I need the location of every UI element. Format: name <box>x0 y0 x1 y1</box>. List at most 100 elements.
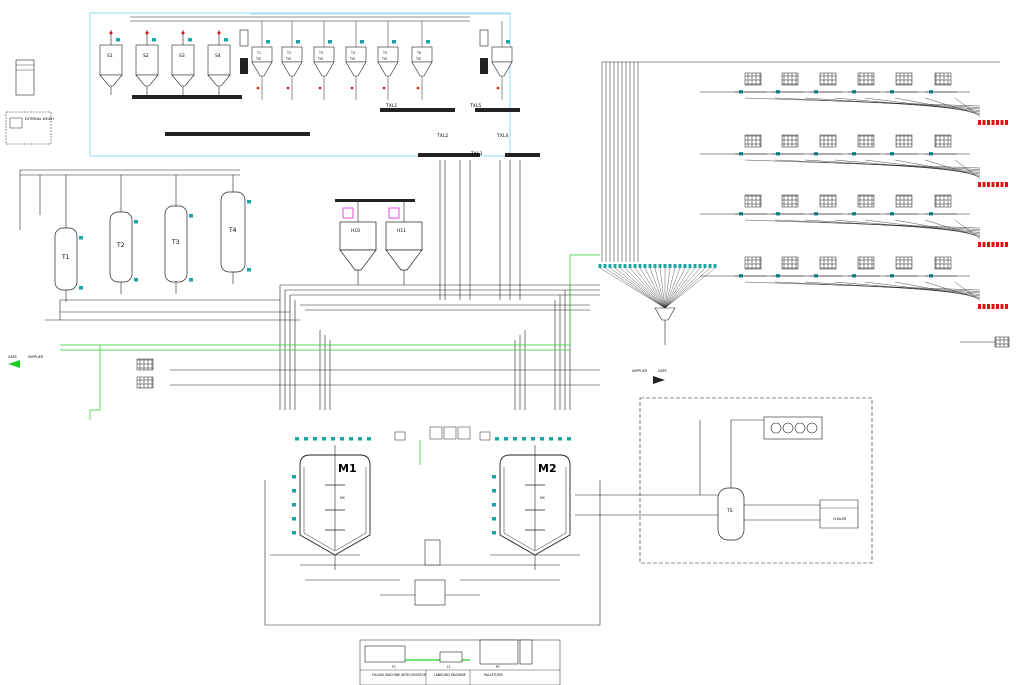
fan-lines <box>598 264 717 345</box>
conveyor-txl4 <box>505 153 540 157</box>
tank-instrument-4 <box>247 200 251 204</box>
pack-unit-4-2 <box>781 256 799 270</box>
pack-unit-3-6 <box>934 194 952 208</box>
chiller-label: CHILLER <box>833 517 847 521</box>
pack-outlet-valve-3-6 <box>1000 242 1004 247</box>
pack-outlet-line-4-5 <box>864 281 981 297</box>
pack-unit-4-6 <box>934 256 952 270</box>
pack-unit-2-5 <box>895 134 913 148</box>
pack-unit-1-5 <box>895 72 913 86</box>
hopper-alarm-icon-4 <box>350 86 354 90</box>
hopper-7 <box>491 46 513 63</box>
pack-unit-1-2 <box>781 72 799 86</box>
tank-level-2 <box>134 278 138 282</box>
dosing-motor-2 <box>480 58 488 74</box>
pack-outlet-line-1-6 <box>894 97 981 114</box>
pack-outlet-line-3-6 <box>894 219 981 236</box>
hopper-instrument-3 <box>328 40 332 44</box>
hopper-instrument-6 <box>426 40 430 44</box>
hopper-5 <box>377 46 399 63</box>
fan-valve-15 <box>668 264 672 268</box>
hopper-label-1: T1 <box>256 51 261 55</box>
silo-instrument-1 <box>116 38 120 42</box>
filling-line-tag: F1 <box>392 665 396 669</box>
silo-label-2: S2 <box>143 53 149 59</box>
external-weigh-frame <box>5 111 52 145</box>
pack-unit-2-4 <box>857 134 875 148</box>
silo-4 <box>207 44 231 76</box>
pack-unit-1-6 <box>934 72 952 86</box>
mixer-side-instrument-1-5 <box>292 531 296 535</box>
fan-line-6 <box>624 267 666 309</box>
hopper-6 <box>411 46 433 63</box>
pack-outlet-valve-1-3 <box>987 120 990 125</box>
silo-instrument-2 <box>152 38 156 42</box>
fan-valve-7 <box>628 264 632 268</box>
pack-outlet-valve-4-5 <box>996 304 999 309</box>
tank-instrument-3 <box>189 214 193 218</box>
pack-outlet-valve-2-2 <box>982 182 986 187</box>
palletizer-label: PALLETIZER <box>484 673 504 677</box>
labeling-machine-label: LABELING MACHINE <box>434 673 466 677</box>
mixer-top-instrument-1-1 <box>295 437 299 441</box>
fan-line-13 <box>659 267 666 309</box>
mixer-top-instrument-1-5 <box>331 437 335 441</box>
silo-area-frame <box>89 12 511 157</box>
mixer-top-instrument-1-3 <box>313 437 317 441</box>
fan-line-10 <box>644 267 666 309</box>
fan-valve-11 <box>648 264 652 268</box>
mixer-side-instrument-2-3 <box>492 503 496 507</box>
pack-outlet-line-2-7 <box>924 159 981 178</box>
mixer-side-instrument-1-3 <box>292 503 296 507</box>
fan-valve-20 <box>693 264 697 268</box>
hopper-cone-5 <box>377 61 399 77</box>
mixer-side-instrument-2-4 <box>492 517 496 521</box>
gaps-label-right: GAPS <box>658 369 667 373</box>
pack-outlet-line-4-4 <box>834 281 981 295</box>
hopper-label-6: T6 <box>416 51 421 55</box>
pack-outlet-valve-4-1 <box>978 304 981 309</box>
center-panels <box>394 426 491 441</box>
fan-line-18 <box>664 267 686 309</box>
mixer-jacket-2 <box>503 467 567 552</box>
mixer-top-instrument-2-5 <box>531 437 535 441</box>
tank-label-3: T3 <box>171 239 180 246</box>
fan-valve-14 <box>663 264 667 268</box>
filter-panel-2 <box>136 376 154 389</box>
labeling-machine <box>439 651 463 663</box>
buffer-tank <box>717 487 745 541</box>
supplier-label-right: SUPPLIER <box>632 369 648 373</box>
hopper-alarm-icon-7 <box>496 86 500 90</box>
mixer-side-instrument-2-2 <box>492 489 496 493</box>
pack-outlet-valve-3-5 <box>996 242 999 247</box>
palletizer-line-tag: P1 <box>496 665 500 669</box>
fan-valve-24 <box>713 264 717 268</box>
pack-unit-2-3 <box>819 134 837 148</box>
pack-outlet-line-1-7 <box>924 97 981 116</box>
hopper-cone-2 <box>281 61 303 77</box>
tank-piping <box>19 169 300 321</box>
mixer-top-instrument-2-4 <box>522 437 526 441</box>
pack-unit-3-4 <box>857 194 875 208</box>
conveyor-txl5-top <box>475 108 520 112</box>
hopper-cone-7 <box>491 61 513 77</box>
pack-outlet-line-4-3 <box>804 281 981 294</box>
pack-outlet-valve-1-4 <box>991 120 995 125</box>
fan-line-7 <box>629 267 666 309</box>
hopper-alarm-icon-6 <box>416 86 420 90</box>
pack-outlet-valve-2-7 <box>1005 182 1008 187</box>
fan-line-3 <box>609 267 666 309</box>
weigh-label-1: H10 <box>351 228 360 234</box>
fan-line-17 <box>664 267 681 309</box>
fan-line-15 <box>664 267 671 309</box>
fan-valve-10 <box>643 264 647 268</box>
mixer-side-instrument-2-1 <box>492 475 496 479</box>
mixer-side-instrument-2-5 <box>492 531 496 535</box>
pack-outlet-valve-4-3 <box>987 304 990 309</box>
mixer-top-instrument-2-3 <box>513 437 517 441</box>
conveyor-txl3 <box>418 153 480 157</box>
weigh-cone-1 <box>339 249 377 271</box>
